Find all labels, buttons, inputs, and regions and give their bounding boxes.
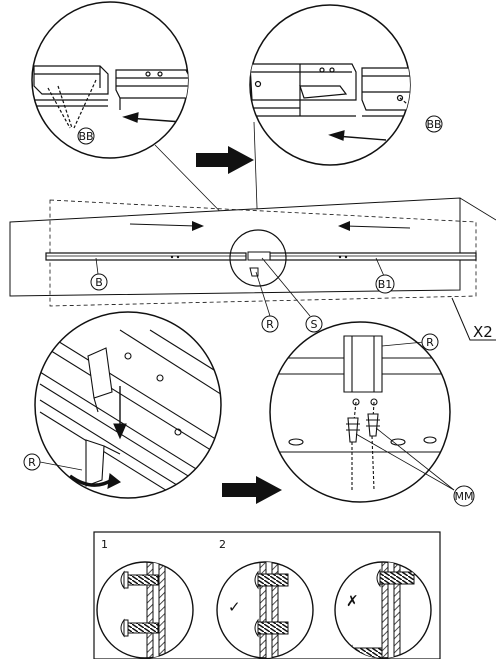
callout-bubble — [77, 127, 95, 145]
detail-circle-bracket-screws: R MM — [269, 321, 475, 507]
big-arrow-icon — [196, 146, 254, 174]
callout-b1: B1 — [378, 278, 393, 291]
big-arrow-icon — [222, 476, 282, 504]
callout-bb-right: BB — [426, 118, 441, 131]
step-number-2: 2 — [219, 538, 226, 551]
correct-check-icon: ✓ — [228, 598, 241, 616]
callout-r-tilt: R — [28, 456, 36, 469]
detail-circle-rail-separate: BB — [31, 1, 189, 159]
callout-bb-left: BB — [78, 130, 93, 143]
step-number-1: 1 — [101, 538, 108, 551]
callout-b: B — [95, 276, 103, 289]
callout-bubble — [425, 115, 443, 133]
detail-circle-rail-joined: BB — [249, 4, 443, 166]
screw-depth-guide: 1 2 ✓ — [93, 531, 441, 659]
quantity-label: X2 — [473, 323, 493, 341]
wrong-cross-icon: ✗ — [346, 592, 359, 610]
main-rail-assembly — [9, 197, 496, 317]
callout-r-center: R — [266, 318, 274, 331]
detail-circle-bracket-insert: R — [23, 311, 222, 499]
callout-s-center: S — [311, 318, 318, 331]
callout-r-bracket: R — [426, 336, 434, 349]
callout-mm: MM — [455, 490, 474, 503]
